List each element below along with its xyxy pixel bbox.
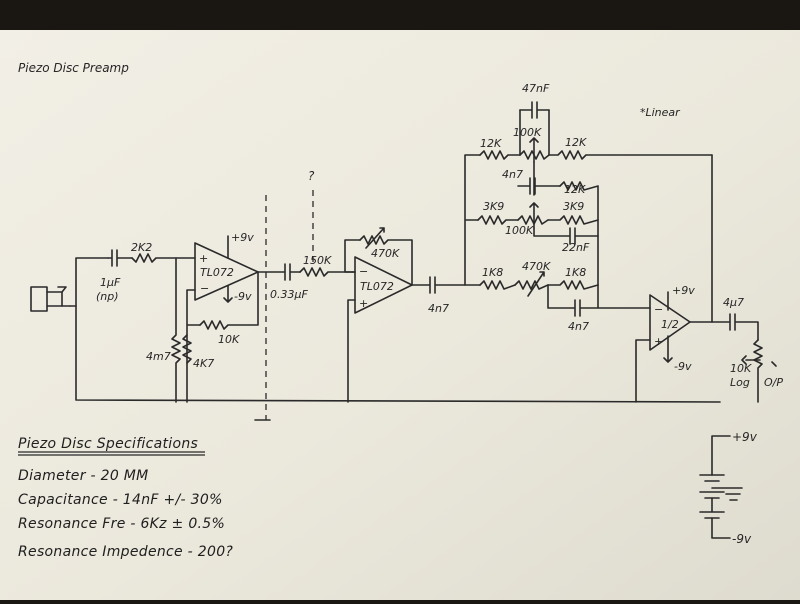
mid-right-resistor-3k9 — [547, 215, 599, 286]
output-label: O/P — [764, 376, 783, 389]
coupling-capacitor — [257, 263, 301, 281]
treble-pot-label: 470K — [522, 260, 551, 273]
mid-pot-100k — [517, 215, 549, 225]
bass-top-cap-label: 47nF — [522, 82, 550, 95]
opamp-3-label: 1/2 — [661, 318, 679, 331]
sheet-title: Piezo Disc Preamp — [18, 61, 129, 75]
bass-right-resistor — [548, 150, 713, 160]
volume-pot-wiper-icon — [741, 355, 761, 365]
opamp-2-fb-wire — [344, 239, 361, 273]
volume-pot-taper: Log — [730, 376, 750, 389]
mid-right-resistor-12k — [559, 181, 599, 221]
supply-negative-label: -9v — [732, 532, 752, 546]
opamp-2-label: TL072 — [360, 280, 394, 293]
svg-text:+: + — [359, 297, 368, 310]
specs-heading-underline — [18, 451, 205, 456]
mid-pot-label: 100K — [505, 224, 534, 237]
opamp-1: + − TL072 +9v -9v — [194, 231, 259, 303]
feedback-resistor-1 — [199, 271, 259, 330]
mid-cap-label: 4n7 — [502, 168, 523, 181]
mid-left-resistor-label: 3K9 — [483, 200, 504, 213]
opamp-1-label: TL072 — [200, 266, 234, 279]
dark-top-edge — [0, 0, 800, 30]
bias-resistor-4k7 — [182, 334, 192, 364]
opamp-3-pos-supply: +9v — [672, 284, 695, 297]
opamp-3: − + 1/2 +9v -9v — [649, 284, 695, 373]
opamp-3-noninv-ground — [635, 339, 651, 403]
svg-text:+: + — [654, 335, 663, 348]
linear-note: *Linear — [640, 106, 681, 119]
gain-pot-470k — [359, 235, 413, 286]
input-resistor: 2K2 — [131, 241, 196, 263]
svg-text:+: + — [199, 252, 208, 265]
feedback-resistor-1-label: 10K — [218, 333, 240, 346]
supply-positive-label: +9v — [732, 430, 758, 444]
mid-pot-wiper-icon — [529, 202, 539, 229]
spec-capacitance: Capacitance - 14nF +/- 30% — [18, 492, 223, 508]
svg-text:−: − — [200, 282, 209, 295]
input-wire — [69, 257, 109, 307]
bias-resistor-4m7 — [171, 257, 181, 403]
treble-cap-4n7 — [547, 284, 651, 317]
tone-input-bus — [464, 154, 481, 286]
mid-cap-4n7 — [517, 177, 561, 195]
treble-right-resistor — [547, 280, 599, 290]
series-resistor-150k — [299, 267, 356, 277]
gain-pot-arrow-icon — [365, 227, 385, 249]
paper-background — [0, 27, 800, 600]
gain-pot-label: 470K — [371, 247, 400, 260]
coupling-capacitor-label: 0.33µF — [270, 288, 308, 301]
svg-text:−: − — [654, 303, 663, 316]
input-cap-np-label: (np) — [96, 290, 119, 303]
volume-pot-label: 10K — [730, 362, 752, 375]
mid-right-resistor-label: 12K — [564, 183, 586, 196]
input-cap-label: 1µF — [100, 276, 121, 289]
treble-pot-arrow-icon — [527, 271, 545, 297]
treble-right-resistor-label: 1K8 — [565, 266, 586, 279]
treble-pot-470k — [514, 280, 549, 290]
mid-cap-22nf — [533, 227, 599, 245]
series-resistor-150k-label: 150K — [303, 254, 332, 267]
bass-left-resistor-label: 12K — [480, 137, 502, 150]
input-jack-icon — [30, 286, 71, 312]
bass-pot-wiper-icon — [529, 137, 539, 163]
question-mark: ? — [308, 169, 315, 183]
bass-pot-label: 100K — [513, 126, 542, 139]
opamp-2-noninv-ground — [347, 299, 356, 403]
opamp-1-inv-wire — [186, 289, 201, 403]
treble-left-resistor-label: 1K8 — [482, 266, 503, 279]
opamp-1-pos-supply: +9v — [231, 231, 254, 244]
output-capacitor — [711, 313, 759, 341]
output-terminal — [771, 361, 777, 367]
output-cap-label: 4µ7 — [723, 296, 744, 309]
opamp-2: − + TL072 — [354, 256, 413, 314]
input-capacitor: 1µF (np) — [96, 249, 133, 303]
input-resistor-label: 2K2 — [131, 241, 152, 254]
treble-cap-label: 4n7 — [568, 320, 589, 333]
spec-diameter: Diameter - 20 MM — [18, 468, 149, 484]
opamp-1-neg-supply: -9v — [234, 290, 252, 303]
opamp-3-neg-supply: -9v — [674, 360, 692, 373]
spec-resonance-freq: Resonance Fre - 6Kz ± 0.5% — [18, 516, 225, 532]
bass-right-resistor-label: 12K — [565, 136, 587, 149]
bass-cap-legs — [519, 109, 550, 156]
svg-text:−: − — [359, 265, 368, 278]
mid-left-resistor-3k9 — [477, 215, 519, 225]
volume-pot — [753, 339, 763, 403]
bias-resistor-4k7-label: 4K7 — [193, 357, 214, 370]
opamp-2-output-cap — [411, 276, 466, 294]
specs-heading: Piezo Disc Specifications — [18, 436, 198, 452]
battery-supply-icon — [699, 435, 743, 539]
opamp-2-output-cap-label: 4n7 — [428, 302, 449, 315]
spec-resonance-impedance: Resonance Impedence - 200? — [18, 544, 233, 560]
mid-cap-22nf-label: 22nF — [562, 241, 590, 254]
mid-right-resistor2-label: 3K9 — [563, 200, 584, 213]
treble-left-resistor — [479, 280, 516, 290]
bass-top-cap — [519, 101, 550, 119]
ground-rail — [61, 291, 721, 403]
bias-resistor-4m7-label: 4m7 — [146, 350, 171, 363]
bass-left-resistor — [479, 150, 521, 160]
